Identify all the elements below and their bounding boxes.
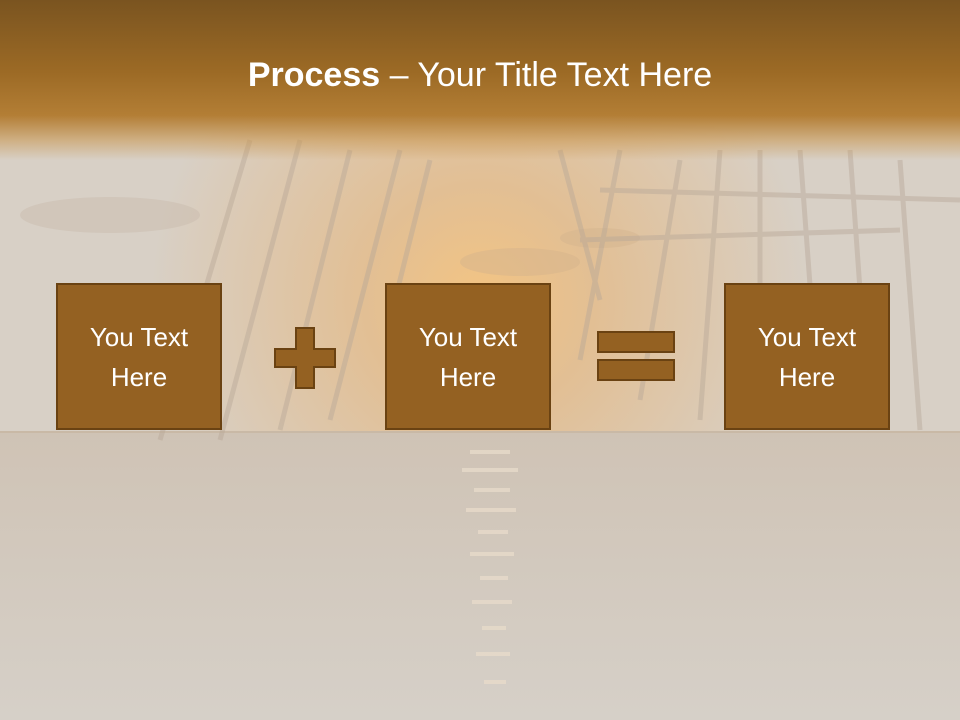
equals-icon (597, 331, 675, 381)
process-box-text: You Text Here (89, 321, 189, 392)
title-bold-text: Process (247, 56, 381, 94)
process-box-1: You Text Here (56, 283, 222, 430)
process-box-text: You Text Here (418, 321, 518, 392)
slide-title: Process – Your Title Text Here (0, 52, 960, 98)
process-box-2: You Text Here (385, 283, 551, 430)
plus-icon (274, 327, 336, 389)
title-rest-text: – Your Title Text Here (380, 56, 713, 94)
title-bar (0, 0, 960, 160)
process-box-text: You Text Here (757, 321, 857, 392)
process-box-3: You Text Here (724, 283, 890, 430)
